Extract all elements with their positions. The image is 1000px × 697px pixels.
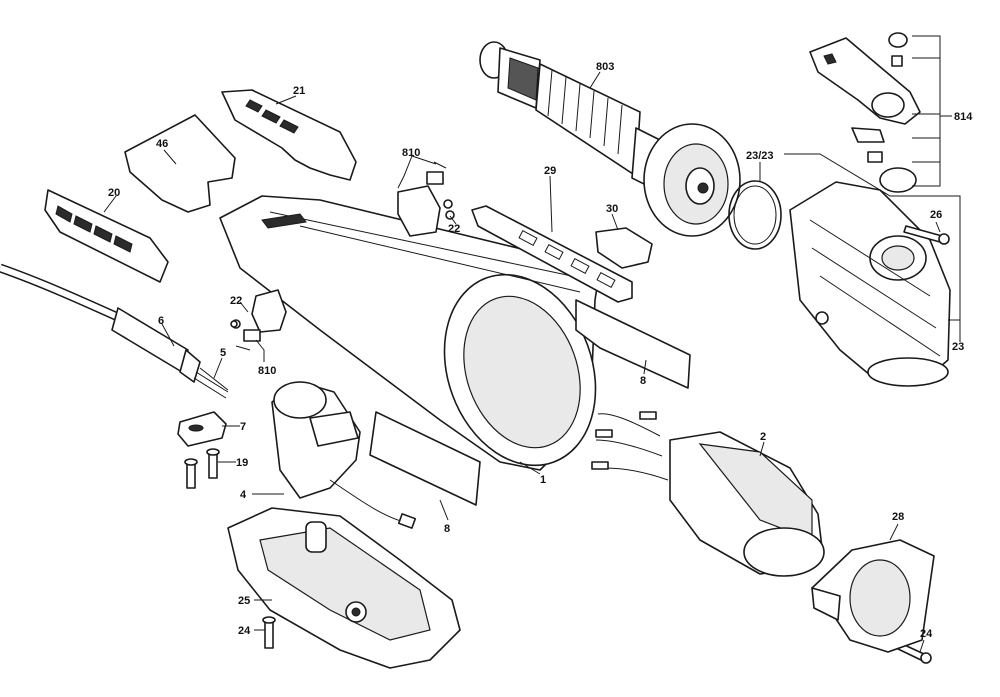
part-4-switch xyxy=(271,381,417,529)
label-part-8-upper: 8 xyxy=(640,375,646,387)
part-6-power-cord xyxy=(0,263,229,399)
part-24-screw-left xyxy=(262,616,276,649)
part-number-labels: 21 46 20 810 22 29 30 803 23/23 814 26 2… xyxy=(108,61,973,640)
part-1-motor-housing xyxy=(219,195,601,471)
part-21-grip-insert xyxy=(221,89,357,181)
part-23-o-ring xyxy=(728,180,782,250)
part-810-brush-holder-lower xyxy=(231,289,287,351)
label-part-803: 803 xyxy=(596,61,614,73)
part-2-field-coil xyxy=(591,411,825,577)
label-part-2: 2 xyxy=(760,431,766,443)
part-7-cord-clamp xyxy=(177,411,227,447)
label-part-20: 20 xyxy=(108,187,120,199)
part-20-grip-insert xyxy=(44,189,169,283)
label-part-6: 6 xyxy=(158,315,164,327)
part-8-label-upper xyxy=(575,299,691,389)
label-part-29: 29 xyxy=(544,165,556,177)
label-part-22-lower: 22 xyxy=(230,295,242,307)
label-part-24-left: 24 xyxy=(238,625,251,637)
label-part-1: 1 xyxy=(540,474,546,486)
label-part-28: 28 xyxy=(892,511,904,523)
label-part-23-23: 23/23 xyxy=(746,150,774,162)
part-22-screw-upper xyxy=(445,210,455,220)
label-part-30: 30 xyxy=(606,203,618,215)
label-part-810-lower: 810 xyxy=(258,365,276,377)
part-28-baffle-ring xyxy=(811,539,935,653)
label-part-23: 23 xyxy=(952,341,964,353)
part-803-armature xyxy=(479,41,741,237)
part-46-label-plate xyxy=(124,114,236,213)
label-part-19: 19 xyxy=(236,457,248,469)
part-29-air-guide-plate xyxy=(471,205,633,303)
leader-lines xyxy=(103,35,961,653)
part-814-head-cover-set xyxy=(809,32,921,193)
label-part-5: 5 xyxy=(220,347,226,359)
label-part-814: 814 xyxy=(954,111,973,123)
label-part-25: 25 xyxy=(238,595,250,607)
part-23-gear-head xyxy=(789,181,951,387)
part-8-label-lower xyxy=(369,411,481,506)
part-810-brush-holder-upper xyxy=(397,161,453,237)
label-part-46: 46 xyxy=(156,138,168,150)
part-5-terminal-wires xyxy=(199,367,229,391)
label-part-4: 4 xyxy=(240,489,247,501)
part-30-slide-button xyxy=(595,227,653,269)
label-part-24-right: 24 xyxy=(920,628,933,640)
label-part-8-lower: 8 xyxy=(444,523,450,535)
label-part-22-upper: 22 xyxy=(448,223,460,235)
label-part-21: 21 xyxy=(293,85,305,97)
part-19-screws xyxy=(184,448,220,489)
label-part-7: 7 xyxy=(240,421,246,433)
label-part-26: 26 xyxy=(930,209,942,221)
part-25-housing-cover xyxy=(227,507,461,669)
label-part-810-upper: 810 xyxy=(402,147,420,159)
part-22-screw-lower xyxy=(230,320,238,328)
part-26-screw xyxy=(903,225,950,245)
